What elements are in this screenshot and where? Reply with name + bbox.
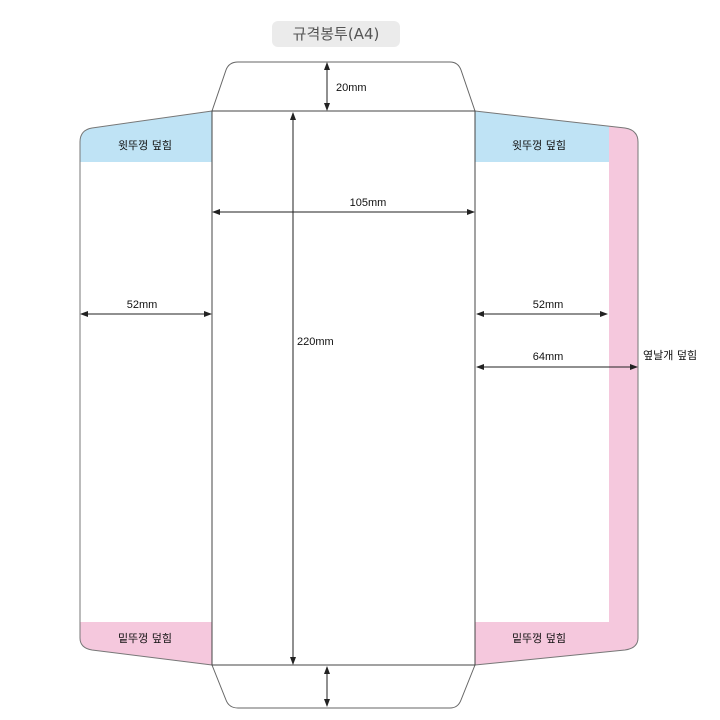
- body-width-label: 105mm: [350, 197, 387, 209]
- top-flap: [211, 61, 476, 112]
- bottom-cover-left-label: 밑뚜껑 덮힘: [118, 632, 172, 645]
- top-flap-dimension-label: 20mm: [336, 82, 367, 94]
- side-cover-label: 옆날개 덮힘: [643, 349, 697, 362]
- right-flap-width-label: 52mm: [533, 299, 564, 311]
- right-top-cover-band: [475, 111, 609, 162]
- top-cover-left-label: 윗뚜껑 덮힘: [118, 139, 172, 152]
- left-top-cover-band: [80, 111, 212, 162]
- bottom-cover-right-label: 밑뚜껑 덮힘: [512, 632, 566, 645]
- left-bottom-cover-band: [80, 622, 212, 665]
- left-side-flap: [79, 110, 213, 666]
- left-flap-width-label: 52mm: [127, 299, 158, 311]
- right-flap-total-label: 64mm: [533, 351, 564, 363]
- envelope-body: [211, 110, 476, 666]
- right-side-flap: [474, 110, 639, 666]
- top-cover-right-label: 윗뚜껑 덮힘: [512, 139, 566, 152]
- page-title: 규격봉투(A4): [272, 21, 400, 47]
- bottom-flap: [211, 664, 476, 709]
- body-height-label: 220mm: [297, 336, 334, 348]
